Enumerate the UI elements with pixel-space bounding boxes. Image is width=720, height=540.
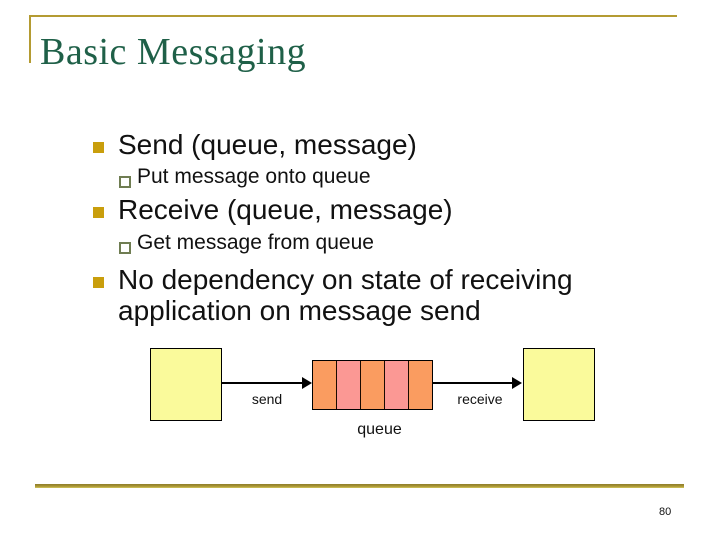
slide-title: Basic Messaging: [40, 31, 307, 73]
queue-segment: [337, 361, 361, 409]
page-number: 80: [659, 506, 672, 518]
queue-segment: [385, 361, 409, 409]
queue-segment: [409, 361, 432, 409]
bullet-text-receive: Receive (queue, message): [118, 194, 453, 225]
send-arrow-head-icon: [302, 377, 312, 389]
bullet-text-no-dependency: No dependency on state of receiving appl…: [118, 264, 573, 326]
bottom-accent-line: [35, 484, 684, 488]
bullet-text-send: Send (queue, message): [118, 129, 417, 160]
receive-arrow-head-icon: [512, 377, 522, 389]
sub-bullet-text-put: Put message onto queue: [137, 165, 371, 188]
queue-label: queue: [357, 421, 402, 438]
queue-segment: [361, 361, 385, 409]
queue-segment: [313, 361, 337, 409]
bullet-square: [93, 142, 104, 153]
sub-bullet-square: [119, 242, 131, 254]
send-arrow-line: [221, 382, 304, 384]
bullet-square: [93, 207, 104, 218]
top-accent-line: [29, 15, 677, 17]
sub-bullet-text-get: Get message from queue: [137, 231, 374, 254]
receive-arrow-line: [432, 382, 513, 384]
sub-bullet-square: [119, 176, 131, 188]
send-arrow-label: send: [251, 391, 283, 407]
left-accent-line: [29, 15, 31, 63]
queue-graphic: [312, 360, 433, 410]
receiver-application-box: [523, 348, 595, 421]
bullet-square: [93, 277, 104, 288]
receive-arrow-label: receive: [457, 391, 503, 407]
sender-application-box: [150, 348, 222, 421]
